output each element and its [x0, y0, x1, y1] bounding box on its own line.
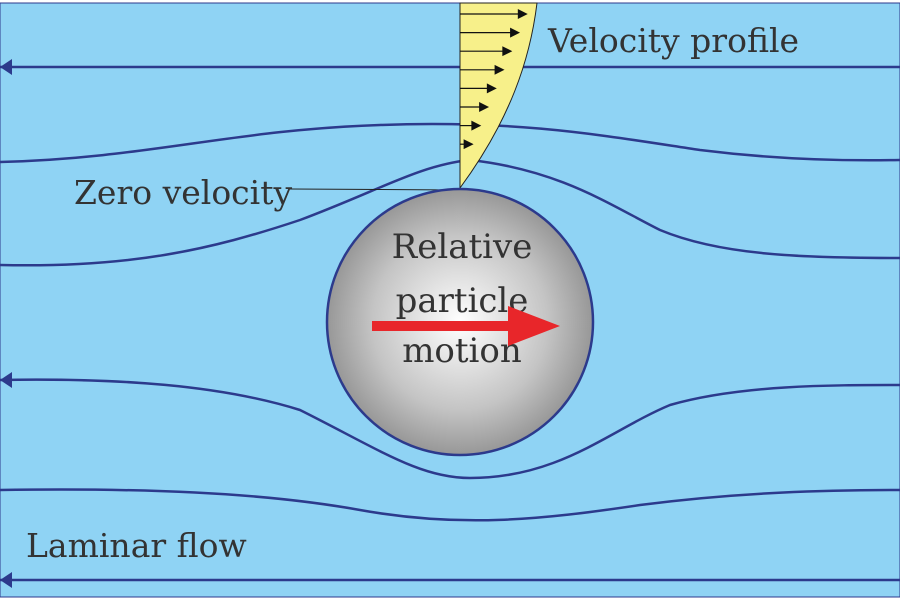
particle-label-line1: Relative	[392, 227, 533, 267]
streamline-2	[0, 122, 900, 164]
velocity-arrowhead-8	[463, 139, 474, 150]
flow-arrowheads	[0, 59, 12, 588]
particle-label-line2: particle	[396, 281, 529, 321]
streamline-5	[0, 488, 900, 522]
arrowhead-6	[0, 572, 12, 588]
velocity-profile-label: Velocity profile	[547, 21, 799, 60]
zero-velocity-leader	[289, 188, 459, 191]
velocity-profile-area	[459, 2, 538, 190]
velocity-arrowhead-3	[502, 46, 513, 57]
velocity-arrows	[460, 9, 528, 150]
streamline-4	[0, 378, 900, 480]
velocity-arrowhead-5	[486, 83, 497, 94]
velocity-arrowhead-4	[494, 64, 505, 75]
velocity-profile	[459, 2, 538, 190]
laminar-flow-label: Laminar flow	[26, 526, 247, 565]
velocity-arrowhead-7	[471, 120, 482, 131]
velocity-arrowhead-1	[517, 9, 528, 19]
motion-arrow	[372, 306, 560, 346]
particle-label-line3: motion	[402, 331, 522, 371]
arrowhead-4	[0, 372, 12, 388]
velocity-arrowhead-6	[479, 102, 490, 112]
motion-arrow-shaft	[372, 321, 512, 331]
velocity-arrowhead-2	[510, 27, 521, 38]
arrowhead-1	[0, 59, 12, 75]
zero-velocity-label: Zero velocity	[74, 173, 292, 212]
motion-arrow-head	[508, 306, 560, 346]
